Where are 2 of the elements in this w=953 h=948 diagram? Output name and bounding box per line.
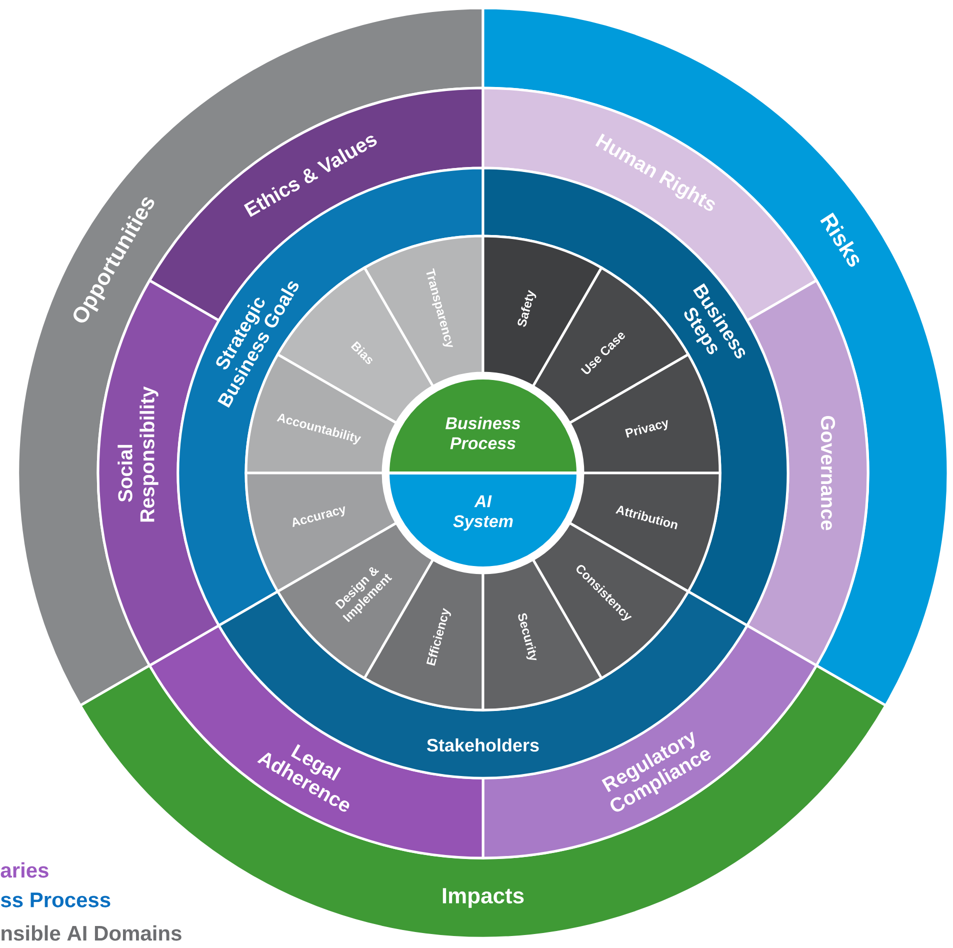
ring-segment: Governance bbox=[746, 279, 870, 667]
legend-text: aries bbox=[0, 862, 48, 878]
